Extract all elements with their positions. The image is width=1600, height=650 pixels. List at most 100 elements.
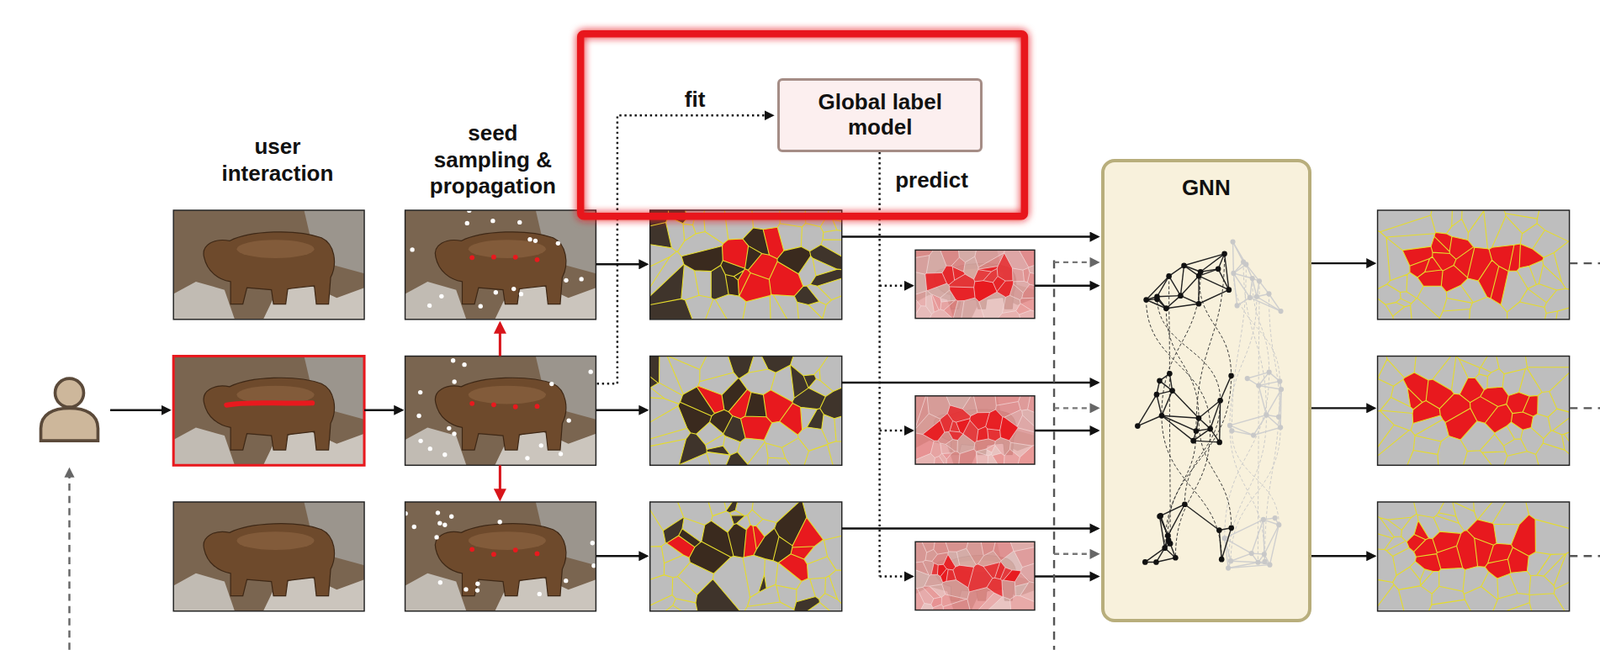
feedback-line [1569,555,1600,557]
graph-node [1196,415,1203,422]
node-label: Global label model [800,90,960,141]
flow-arrow [595,263,647,265]
bear [203,232,334,305]
graph-node [1229,428,1235,434]
feedback-line [1569,262,1600,265]
superpixel-edges [915,249,1035,318]
graph-edge [1200,254,1224,272]
propagation-arrow [498,465,502,499]
graph-edge [1198,290,1230,305]
prediction-overlay [915,396,1035,465]
graph-node [1217,397,1224,404]
graph-node [1225,287,1232,294]
superpixel [696,422,724,446]
graph-node [1143,296,1150,303]
superpixel-edges [650,210,843,320]
seed-dot [475,582,480,587]
panel-border [1377,502,1570,612]
graph-node [1227,423,1233,429]
graph-node [1230,270,1236,276]
superpixel [1386,233,1436,251]
superpixel-edges [915,396,1035,465]
image-panel [1377,502,1570,612]
photo-background [915,396,1035,465]
image-panel [403,502,597,612]
panel-border [173,502,365,612]
seed-dot [519,291,524,297]
graph-node [1263,413,1269,419]
seed-dot [563,578,568,583]
propagation-arrow [498,323,502,357]
seed-dot [588,370,594,375]
graph-edge [1198,400,1221,419]
seed-dot [524,455,530,461]
graph-edge [1161,391,1173,417]
graph-edge [1168,276,1181,297]
graph-node [1159,413,1166,419]
seed-dot [527,237,532,242]
seed-dot [491,551,497,557]
graph-edge [1230,553,1252,562]
seed-dot [517,220,522,225]
feedback-line [1569,407,1600,409]
graph-node [1172,555,1179,562]
graph-edge [1245,264,1260,282]
graph-node [1250,433,1256,439]
superpixel [1022,409,1035,427]
graph-edge [1229,415,1267,426]
rock [173,427,235,466]
image-panel [915,541,1035,610]
gnn-box: GNN [1101,158,1312,623]
superpixel [1001,580,1016,600]
seed-dot [491,402,497,408]
panel-background [650,502,843,612]
graph-edge [1229,425,1254,436]
graph-node [1276,522,1282,528]
seed-dot [442,452,447,457]
superpixel-edges [650,355,843,466]
panel-border [915,249,1035,318]
superpixel [767,457,791,466]
feedback-arrow [68,469,70,650]
temporal-link [1161,415,1222,560]
seed-dot [465,221,470,226]
predict-arrow [879,429,913,432]
user-scribble [226,402,313,406]
superpixel [958,249,976,263]
seed-dot [463,587,468,592]
image-panel [650,502,843,612]
seed-dot [511,286,516,292]
seed-dot [469,546,475,552]
graph-edge [1221,528,1232,560]
graph-edge [1180,296,1199,305]
seed-dot [446,426,451,431]
bear [434,232,566,305]
superpixel-edges [1377,355,1570,466]
image-panel [915,396,1035,465]
graph-node [1234,303,1240,309]
flow-arrow [110,409,170,412]
graph-node [1256,278,1262,284]
seed-dot [438,580,443,585]
graph-node [1163,306,1170,313]
panel-border [173,210,365,320]
superpixel [790,546,815,560]
seed-dot [469,254,475,260]
temporal-link [1156,296,1220,401]
graph-node [1266,291,1272,297]
seed-dot [451,431,456,436]
seed-dot [418,439,423,444]
rock [405,427,467,466]
superpixel [800,407,818,430]
seed-dot [437,521,442,526]
graph-edge [1251,519,1264,554]
image-panel [915,249,1035,318]
flow-arrow [595,555,647,557]
graph-edge [1258,381,1280,387]
temporal-link [1224,372,1270,540]
graph-edge [1180,275,1199,297]
graph-edge [1197,275,1200,304]
seed-dot [451,379,456,384]
seed-dot [535,551,541,557]
